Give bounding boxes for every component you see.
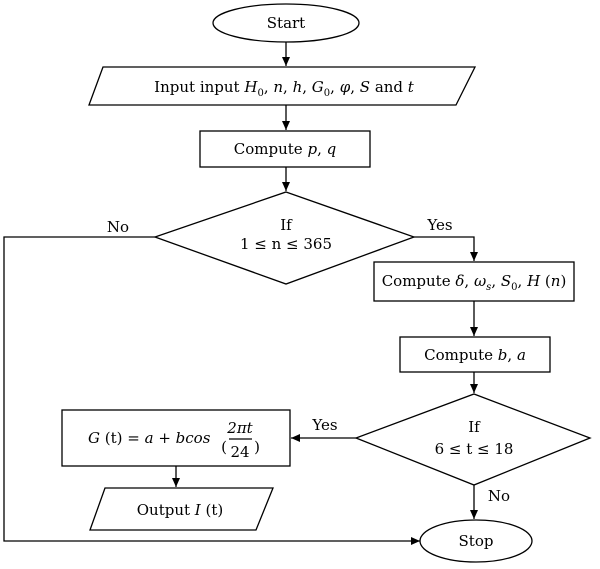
formula-numerator: 2πt [226, 419, 253, 437]
input-label: Input input H0, n, h, G0, φ, S and t [154, 78, 415, 99]
compute-ba-label: Compute b, a [424, 346, 526, 364]
formula-denominator: 24 [230, 443, 249, 461]
decision-t-line2: 6 ≤ t ≤ 18 [435, 440, 514, 458]
compute-pq-box [199, 130, 371, 168]
input-parallelogram [88, 66, 477, 106]
decision-t-line1: If [468, 418, 481, 436]
label-yes-right: Yes [426, 216, 452, 234]
decision-n-line1: If [280, 216, 293, 234]
decision-n-diamond [153, 191, 416, 285]
stop-label: Stop [459, 532, 494, 550]
formula-open-paren: ( [221, 438, 227, 456]
stop-terminal [419, 519, 533, 563]
output-parallelogram [89, 487, 274, 531]
formula-lhs: G (t) = a + bcos [88, 429, 211, 447]
compute-ba-box [399, 336, 551, 373]
arrow-yes-to-solar [414, 236, 478, 261]
decision-n-line2: 1 ≤ n ≤ 365 [240, 235, 332, 253]
compute-pq-label: Compute p, q [234, 140, 336, 158]
formula-content: G (t) = a + bcos ( 2πt 24 ) [88, 419, 260, 461]
label-no-down: No [488, 487, 510, 505]
label-no-left: No [107, 218, 129, 236]
start-label: Start [267, 14, 305, 32]
formula-box [61, 409, 291, 467]
arrow-no-to-stop [3, 236, 420, 545]
output-label: Output I (t) [137, 501, 223, 519]
label-yes-left: Yes [311, 416, 337, 434]
formula-close-paren: ) [254, 438, 260, 456]
compute-solar-label: Compute δ, ωs, S0, H (n) [382, 272, 567, 293]
